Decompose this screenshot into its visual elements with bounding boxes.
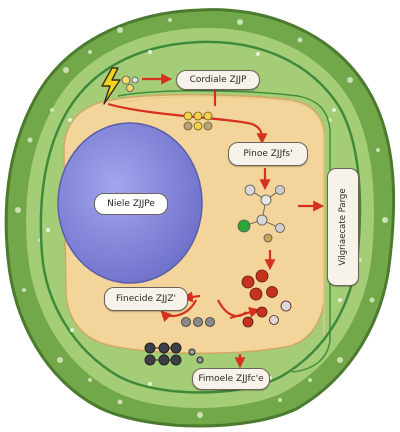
label-bottom-left: Finecide ZJJZ'	[104, 287, 188, 311]
label-bottom: Fimoele ZJJfc'e	[192, 368, 270, 390]
label-middle-right: Pinoe ZJJfs'	[228, 142, 308, 166]
lightning-bolt-icon	[101, 67, 121, 105]
label-nucleus: Niele ZJJPe	[94, 193, 168, 215]
plasma-membrane	[39, 40, 362, 394]
molecule-grey-cluster	[237, 184, 285, 243]
molecule-red-cluster	[241, 269, 292, 328]
molecule-grey-row	[181, 317, 215, 327]
label-top: Cordiale ZJJP	[176, 70, 260, 90]
molecule-small-bolt	[121, 75, 139, 92]
arrow-top-loop	[107, 102, 268, 145]
molecule-cluster-icon	[144, 342, 204, 366]
arrow-mid	[229, 307, 261, 320]
label-vertical: Vilgriaecate Parge	[327, 168, 359, 286]
label-vertical-text: Vilgriaecate Parge	[338, 188, 348, 266]
wall-speckles	[15, 18, 388, 418]
molecule-yellow-row	[183, 111, 213, 131]
inner-channel-2	[123, 96, 325, 336]
arrow-curl-left	[160, 299, 197, 323]
flow-arrows	[107, 73, 325, 369]
inner-channel	[117, 90, 331, 373]
